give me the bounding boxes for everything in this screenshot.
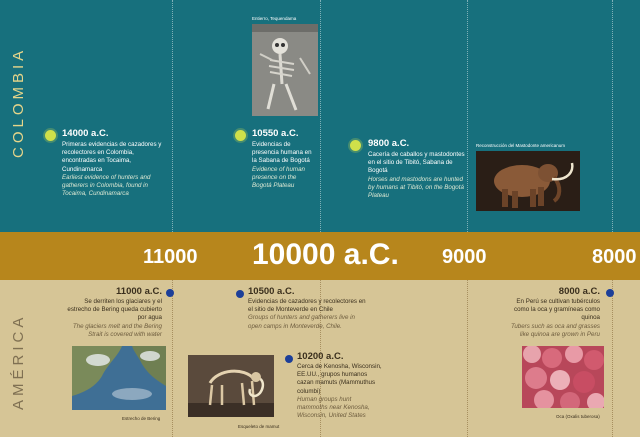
oca-caption: Oca (Oxalis tuberosa) [556, 414, 600, 419]
event-dot [350, 140, 361, 151]
event-text-es: Evidencias de presencia humana en la Sab… [252, 141, 312, 165]
guide-line [612, 0, 613, 232]
bering-strait-photo [72, 346, 166, 410]
bering-caption: Estrecho de Bering [122, 416, 161, 421]
america-event-10500: 10500 a.C. Evidencias de cazadores y rec… [248, 286, 368, 331]
guide-line [172, 0, 173, 232]
event-date: 10200 a.C. [297, 351, 344, 362]
event-text-en: Horses and mastodons are hunted by human… [368, 175, 464, 200]
america-event-8000: 8000 a.C. En Perú se cultivan tubérculos… [506, 286, 600, 339]
event-text-en: Earliest evidence of hunters and gathere… [62, 173, 151, 198]
mammoth-caption: Esqueleto de mamut [238, 424, 280, 429]
region-label-colombia: COLOMBIA [10, 46, 27, 158]
event-dot [236, 290, 244, 298]
region-label-america: AMÉRICA [10, 313, 27, 410]
event-text-es: Cerca de Kenosha, Wisconsin, EE.UU., gru… [297, 363, 382, 395]
event-dot [235, 130, 246, 141]
skeleton-caption: Entierro, Tequendama [252, 16, 297, 21]
event-text-es: Cacería de caballos y mastodontes en el … [368, 151, 465, 175]
mastodon-photo [476, 151, 580, 211]
america-event-11000: 11000 a.C. Se derriten los glaciares y e… [64, 286, 162, 339]
event-date: 9800 a.C. [368, 138, 410, 149]
event-date: 8000 a.C. [558, 286, 600, 297]
guide-line [320, 0, 321, 232]
event-text-en: Human groups hunt mammoths near Kenosha,… [297, 395, 370, 420]
guide-line [612, 280, 613, 437]
event-text-es: Primeras evidencias de cazadores y recol… [62, 141, 162, 173]
guide-line [467, 280, 468, 437]
event-dot [606, 289, 614, 297]
year-marker-9000: 9000 [442, 246, 487, 268]
mastodon-caption: Reconstrucción del Mastodonte americanum [476, 143, 566, 148]
event-date: 14000 a.C. [62, 128, 109, 139]
event-text-es: En Perú se cultivan tubérculos como la o… [514, 298, 600, 322]
colombia-event-14000: 14000 a.C. Primeras evidencias de cazado… [62, 128, 167, 198]
year-marker-10000: 10000 a.C. [252, 238, 399, 271]
year-marker-11000: 11000 [143, 246, 198, 268]
event-text-es: Evidencias de cazadores y recolectores e… [248, 298, 366, 314]
event-text-en: Evidence of human presence on the Bogotá… [252, 165, 305, 190]
event-dot [166, 289, 174, 297]
america-event-10200: 10200 a.C. Cerca de Kenosha, Wisconsin, … [297, 351, 383, 420]
guide-line [467, 0, 468, 232]
event-date: 11000 a.C. [116, 286, 162, 297]
colombia-event-9800: 9800 a.C. Cacería de caballos y mastodon… [368, 138, 466, 200]
timeline-band [0, 232, 640, 280]
event-dot [45, 130, 56, 141]
year-marker-8000: 8000 [592, 246, 637, 268]
oca-tubers-photo [522, 346, 604, 408]
event-text-es: Se derriten los glaciares y el estrecho … [67, 298, 162, 322]
skeleton-burial-photo [252, 24, 318, 116]
event-date: 10500 a.C. [248, 286, 295, 297]
mammoth-skeleton-photo [188, 355, 274, 417]
event-text-en: Tubers such as oca and grasses like quin… [511, 322, 600, 338]
guide-line [172, 280, 173, 437]
event-text-en: Groups of hunters and gatherers live in … [248, 314, 355, 330]
colombia-event-10550: 10550 a.C. Evidencias de presencia human… [252, 128, 314, 190]
event-text-en: The glaciers melt and the Bering Strait … [72, 322, 162, 338]
event-dot [285, 355, 293, 363]
guide-line [320, 280, 321, 437]
event-date: 10550 a.C. [252, 128, 299, 139]
